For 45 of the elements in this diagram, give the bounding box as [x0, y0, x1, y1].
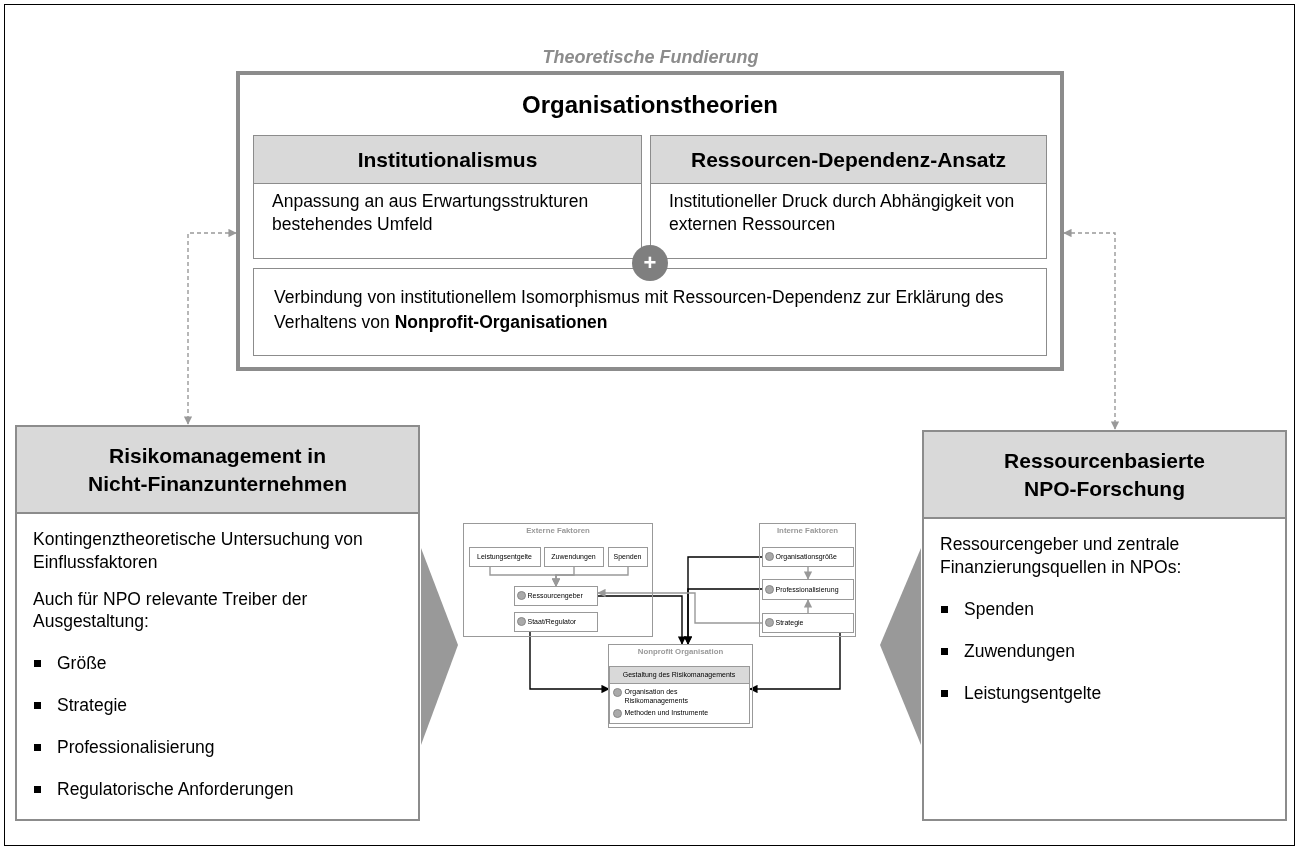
dashed-arrow	[183, 228, 237, 425]
bullet-text: Strategie	[57, 695, 128, 715]
theory-card	[253, 135, 642, 259]
arrow	[749, 632, 841, 694]
summary-text: Verbindung von institutionellem Isomorphismus mit Ressourcen-Dependenz zur Erklärung des Verhaltens von Nonprofit-Organisationen	[274, 286, 1005, 334]
factor-box	[513, 611, 598, 632]
bullet-text: Professionalisierung	[57, 737, 215, 757]
panel-heading: Risikomanagement in Nicht-Finanzunternehmen	[17, 427, 418, 514]
arrow	[597, 595, 687, 645]
factor-box	[761, 546, 854, 567]
bullet-text: Leistungsentgelte	[964, 682, 1102, 703]
card-heading: Ressourcen-Dependenz-Ansatz	[651, 136, 1046, 184]
factor-group	[759, 523, 856, 637]
arrow	[529, 631, 610, 694]
bullet-text: Zuwendungen	[964, 640, 1075, 661]
factor-box	[513, 585, 598, 606]
panel-heading: Ressourcenbasierte NPO-Forschung	[924, 432, 1285, 519]
research-panel	[922, 430, 1287, 821]
title: Theoretische Fundierung	[541, 47, 760, 68]
arrow	[597, 588, 763, 624]
factor-group	[463, 523, 653, 637]
arrow	[551, 566, 629, 587]
frame-heading: Organisationstheorien	[520, 91, 779, 119]
factor-box	[761, 612, 854, 633]
factor-box	[761, 578, 854, 600]
card-heading: Institutionalismus	[254, 136, 641, 184]
design-box	[608, 665, 750, 724]
research-panel	[15, 425, 420, 821]
panel-text: Ressourcengeber und zentrale Finanzierungsquellen in NPOs:	[939, 533, 1183, 579]
card-text: Anpassung an aus Erwartungsstrukturen bestehendes Umfeld	[271, 190, 590, 236]
chevron-arrow	[880, 548, 921, 745]
bullet-text: Größe	[57, 653, 107, 673]
bullet-text: Regulatorische Anforderungen	[57, 779, 294, 799]
arrow	[683, 588, 763, 645]
dashed-arrow	[1063, 228, 1120, 430]
factor-group	[608, 644, 753, 728]
arrow	[803, 599, 813, 614]
summary-box	[253, 268, 1047, 356]
card-text: Institutioneller Druck durch Abhängigkeit von externen Ressourcen	[668, 190, 1016, 236]
panel-text: Auch für NPO relevante Treiber der Ausgestaltung:	[32, 587, 309, 633]
chevron-arrow	[421, 548, 458, 745]
theory-frame	[236, 71, 1064, 371]
bullet-text: Spenden	[964, 598, 1035, 619]
panel-text: Kontingenztheoretische Untersuchung von Einflussfaktoren	[32, 528, 364, 574]
arrow	[803, 566, 813, 580]
